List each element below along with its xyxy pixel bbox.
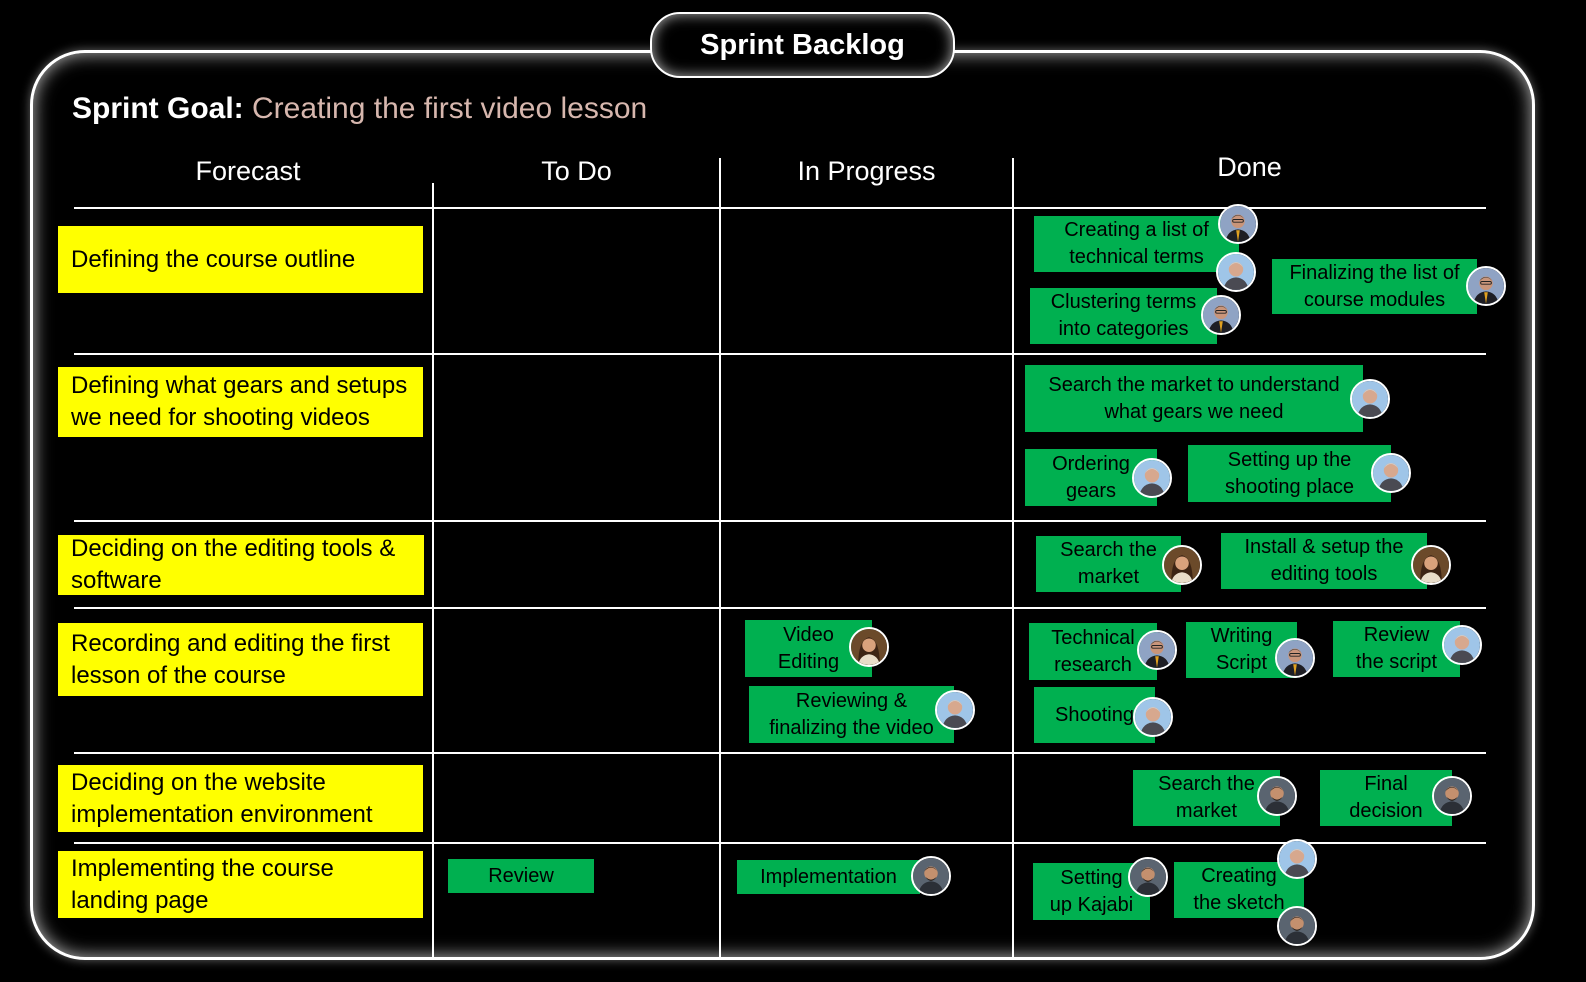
forecast-item[interactable]: Deciding on the editing tools & software [58, 535, 424, 595]
task-card[interactable]: Install & setup the editing tools [1221, 533, 1427, 589]
task-card[interactable]: Search the market [1036, 536, 1181, 592]
sprint-goal: Sprint Goal: Creating the first video le… [72, 92, 647, 126]
task-card[interactable]: Review [448, 859, 594, 893]
task-card[interactable]: Review the script [1333, 621, 1460, 677]
avatar-dark-hair-icon [1128, 857, 1168, 897]
avatar-gray-hair-icon [1133, 697, 1173, 737]
avatar-gray-hair-icon [1371, 453, 1411, 493]
avatar-gray-hair-icon [1350, 379, 1390, 419]
avatar-woman-icon [1411, 545, 1451, 585]
task-card[interactable]: Implementation [737, 860, 920, 894]
avatar-gray-hair-icon [1442, 625, 1482, 665]
row-divider [74, 520, 1486, 522]
row-divider [74, 842, 1486, 844]
task-card[interactable]: Setting up the shooting place [1188, 445, 1391, 502]
forecast-item[interactable]: Defining what gears and setups we need f… [58, 367, 423, 437]
row-divider [74, 207, 1486, 209]
task-card[interactable]: Creating a list of technical terms [1034, 216, 1239, 272]
task-card[interactable]: Ordering gears [1025, 449, 1157, 506]
sprint-goal-label: Sprint Goal: [72, 92, 244, 125]
task-card[interactable]: Search the market [1133, 770, 1280, 826]
forecast-item[interactable]: Defining the course outline [58, 226, 423, 293]
avatar-dark-suit-icon [1137, 630, 1177, 670]
avatar-woman-icon [849, 627, 889, 667]
avatar-gray-hair-icon [935, 690, 975, 730]
task-card[interactable]: Technical research [1029, 623, 1157, 680]
avatar-dark-hair-icon [911, 856, 951, 896]
avatar-dark-suit-icon [1218, 204, 1258, 244]
column-divider [719, 158, 721, 958]
avatar-dark-suit-icon [1275, 638, 1315, 678]
column-divider [432, 183, 434, 958]
board-title: Sprint Backlog [650, 12, 955, 78]
column-header-done: Done [1217, 152, 1282, 182]
task-card[interactable]: Finalizing the list of course modules [1272, 259, 1477, 314]
task-card[interactable]: Creating the sketch [1174, 862, 1304, 918]
avatar-dark-hair-icon [1257, 776, 1297, 816]
avatar-dark-hair-icon [1277, 906, 1317, 946]
task-card[interactable]: Search the market to understand what gea… [1025, 365, 1363, 432]
forecast-item[interactable]: Implementing the course landing page [58, 851, 423, 918]
forecast-item[interactable]: Recording and editing the first lesson o… [58, 623, 423, 696]
sprint-goal-value: Creating the first video lesson [252, 92, 648, 125]
row-divider [74, 752, 1486, 754]
column-divider [1012, 158, 1014, 958]
row-divider [74, 607, 1486, 609]
task-card[interactable]: Reviewing & finalizing the video [749, 686, 954, 743]
column-header-todo: To Do [541, 156, 612, 186]
column-header-forecast: Forecast [195, 156, 301, 186]
avatar-dark-hair-icon [1432, 776, 1472, 816]
row-divider [74, 353, 1486, 355]
avatar-gray-hair-icon [1277, 839, 1317, 879]
forecast-item[interactable]: Deciding on the website implementation e… [58, 765, 423, 832]
avatar-dark-suit-icon [1466, 266, 1506, 306]
task-card[interactable]: Clustering terms into categories [1030, 288, 1217, 344]
task-card[interactable]: Final decision [1320, 770, 1452, 826]
avatar-gray-hair-icon [1216, 252, 1256, 292]
avatar-woman-icon [1162, 545, 1202, 585]
avatar-dark-suit-icon [1201, 295, 1241, 335]
column-header-in-progress: In Progress [797, 156, 936, 186]
avatar-gray-hair-icon [1132, 458, 1172, 498]
task-card[interactable]: Setting up Kajabi [1033, 863, 1150, 920]
